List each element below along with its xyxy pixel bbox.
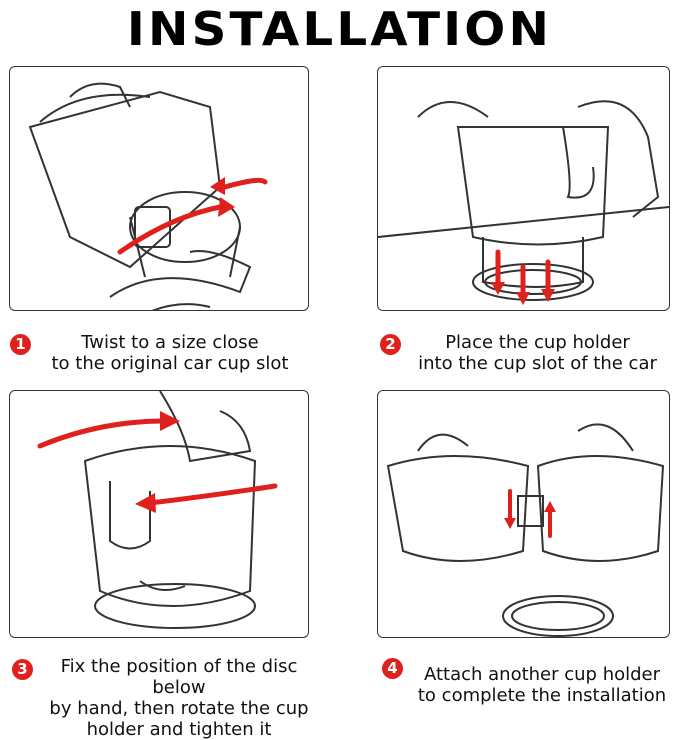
step-1-badge: 1 (10, 334, 31, 355)
twist-illustration-icon (28, 82, 268, 310)
rotate-illustration-icon (37, 391, 278, 629)
page-title: INSTALLATION (126, 2, 553, 56)
step-2-badge: 2 (380, 334, 401, 355)
step-2-caption-line: into the cup slot of the car (418, 353, 657, 374)
step-1-caption: Twist to a size close to the original ca… (40, 332, 300, 374)
step-4-illustration (377, 390, 670, 638)
step-3-illustration (9, 390, 309, 638)
step-4-caption: Attach another cup holder to complete th… (408, 664, 676, 706)
step-1-caption-line: to the original car cup slot (51, 353, 289, 374)
step-3-caption-line: Fix the position of the disc below (60, 656, 298, 698)
attach-illustration-icon (386, 423, 665, 637)
step-1-illustration (9, 66, 309, 311)
step-3-caption-line: by hand, then rotate the cup (49, 698, 309, 719)
step-3-caption-line: holder and tighten it (86, 719, 272, 740)
step-2-caption: Place the cup holder into the cup slot o… (405, 332, 670, 374)
place-illustration-icon (378, 100, 669, 305)
step-2-caption-line: Place the cup holder (445, 332, 630, 353)
step-4-badge: 4 (382, 658, 403, 679)
step-1-caption-line: Twist to a size close (81, 332, 259, 353)
step-4-caption-line: to complete the installation (417, 685, 667, 706)
step-4-caption-line: Attach another cup holder (423, 664, 661, 685)
step-2-illustration (377, 66, 670, 311)
step-3-badge: 3 (12, 659, 33, 680)
step-3-caption: Fix the position of the disc below by ha… (38, 656, 320, 740)
